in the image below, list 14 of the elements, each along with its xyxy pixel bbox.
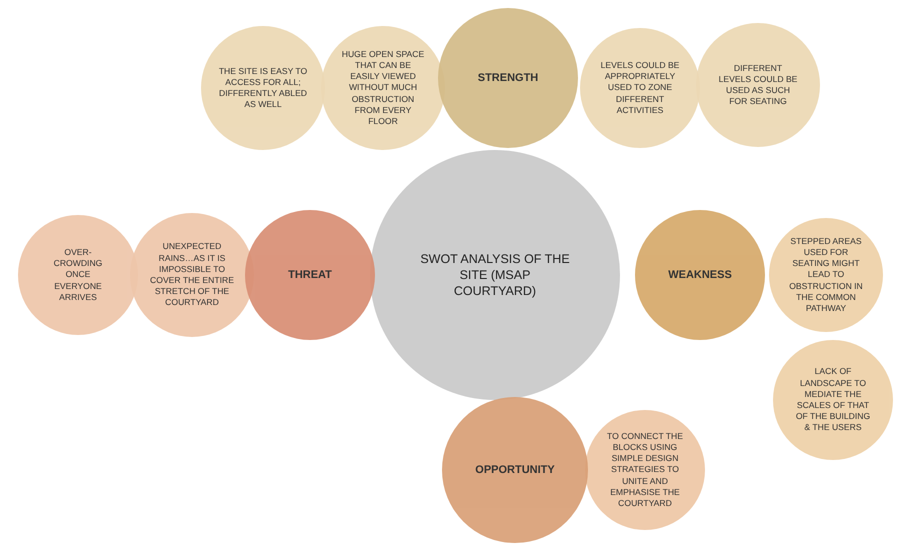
item-text: THE SITE IS EASY TO ACCESS FOR ALL; DIFFERENTLY ABLED AS WELL: [218, 66, 308, 110]
center-label: SWOT ANALYSIS OF THE SITE (MSAP COURTYARD): [420, 250, 570, 300]
category-heading: THREAT: [287, 268, 333, 282]
category-heading: STRENGTH: [476, 70, 540, 86]
item-text: DIFFERENT LEVELS COULD BE USED AS SUCH FOR SEATING: [718, 62, 798, 108]
item-text: UNEXPECTED RAINS…AS IT IS IMPOSSIBLE TO COVER THE ENTIRE STRETCH OF THE COURTYARD: [149, 241, 235, 309]
item-text: TO CONNECT THE BLOCKS USING SIMPLE DESIGN STRATEGIES TO UNITE AND EMPHASISE THE COURTYARD: [606, 430, 684, 510]
item-text: LEVELS COULD BE APPROPRIATELY USED TO ZONE DIFFERENT ACTIVITIES: [600, 60, 680, 116]
item-text: LACK OF LANDSCAPE TO MEDIATE THE SCALES OF THAT OF THE BUILDING & THE USERS: [794, 366, 872, 434]
item-text: OVER-CROWDING ONCE EVERYONE ARRIVES: [52, 247, 104, 303]
item-text: STEPPED AREAS USED FOR SEATING MIGHT LEAD TO OBSTRUCTION IN THE COMMON PATHWAY: [788, 236, 864, 314]
category-heading: OPPORTUNITY: [474, 462, 556, 478]
category-heading: WEAKNESS: [667, 268, 733, 282]
item-text: HUGE OPEN SPACE THAT CAN BE EASILY VIEWED WITHOUT MUCH OBSTRUCTION FROM EVERY FLOOR: [341, 48, 425, 128]
